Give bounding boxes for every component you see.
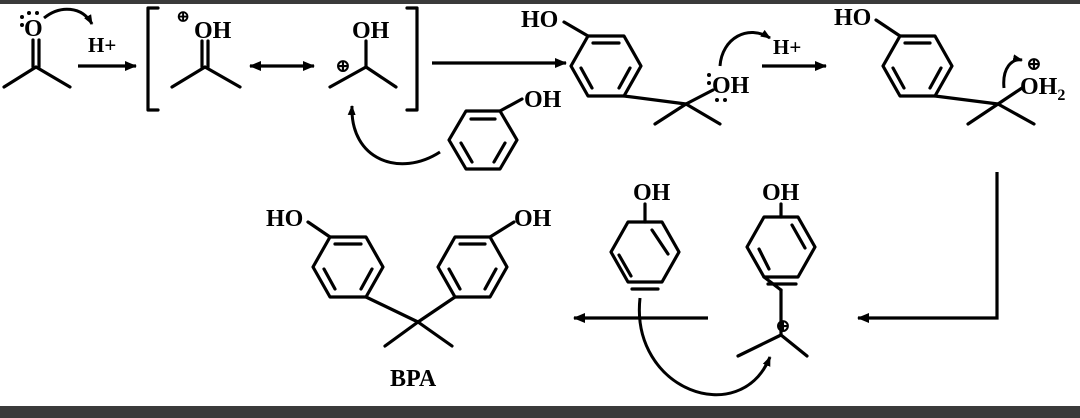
reaction-arrow-4 <box>857 172 999 323</box>
res2-oh-label: OH <box>352 18 390 44</box>
carbinol-ho-label: HO <box>521 7 558 33</box>
acetone-lone-pairs <box>20 11 39 27</box>
charge-oxonium: ⊕ <box>1026 54 1042 75</box>
oxonium-oh-label: OH2 <box>1020 74 1065 104</box>
phenol-reactant-oh: OH <box>524 87 562 113</box>
resonance-form-oxonium: ⊕ OH <box>170 7 242 89</box>
charge-res2: ⊕ <box>335 56 351 77</box>
carbinol-lone-pairs <box>707 73 727 102</box>
curly-arrow-attack <box>347 105 441 166</box>
charge-carbocation: ⊕ <box>775 316 791 337</box>
res1-oh-label: OH <box>194 18 232 44</box>
carbinol-oh-label: OH <box>712 73 750 99</box>
resonance-form-carbocation: OH ⊕ <box>328 18 398 89</box>
curly-arrow-protonation-2 <box>718 29 771 67</box>
oxonium-ho-label: HO <box>834 5 871 31</box>
catalyst-label-1: H+ <box>88 33 116 57</box>
bracket-left <box>146 6 160 112</box>
oxonium-intermediate: HO OH2 ⊕ <box>834 5 1065 126</box>
acetone-molecule: O <box>2 11 72 89</box>
charge-res1: ⊕ <box>176 7 190 26</box>
acetone-bond-left <box>2 65 38 89</box>
carbocation-intermediate: OH ⊕ <box>736 180 817 358</box>
bpa-product: HO OH BPA <box>266 206 552 392</box>
bpa-name-label: BPA <box>390 366 437 392</box>
curly-arrow-protonation <box>43 7 94 25</box>
carbocation-oh-label: OH <box>762 180 800 206</box>
phenol-2-oh-label: OH <box>633 180 671 206</box>
curly-arrow-water-loss <box>1002 54 1023 89</box>
bpa-oh-label: OH <box>514 206 552 232</box>
catalyst-label-2: H+ <box>773 35 801 59</box>
bracket-right <box>405 6 419 112</box>
acetone-oxygen: O <box>24 16 43 42</box>
acetone-bond-right <box>34 65 72 89</box>
curly-arrow-alkylation <box>637 297 772 397</box>
carbinol-intermediate: HO OH <box>521 7 750 126</box>
phenol-second: OH <box>609 180 681 291</box>
bpa-ho-label: HO <box>266 206 303 232</box>
phenol-reactant: OH <box>447 87 562 171</box>
canvas-background <box>0 4 1080 406</box>
